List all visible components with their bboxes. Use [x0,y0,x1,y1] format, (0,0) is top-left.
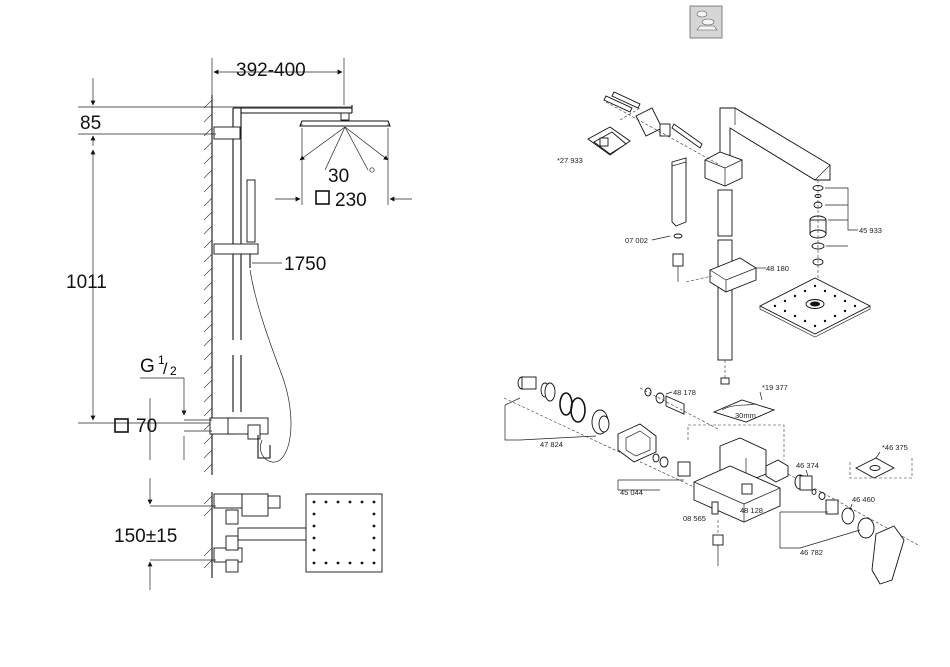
thermostat-body [184,418,270,458]
thermostat-body-part [688,425,788,566]
top-offset-label: 85 [80,113,101,134]
eccentric-fittings [618,454,690,490]
part-45933: 45 933 [859,226,882,235]
hand-shower-part [672,158,686,282]
wall-bracket-top [214,127,240,139]
thread-label: G [140,356,155,377]
part-46375: *46 375 [882,443,908,452]
part-45044: 45 044 [620,488,643,497]
arm-length-label: 392-400 [236,60,306,81]
handle-fittings-right [780,470,920,584]
hose-length-label: 1750 [284,254,326,275]
head-size-label: 230 [335,190,367,211]
body-square-label: 70 [136,416,157,437]
part-48178: 48 178 [673,388,696,397]
part-07002: 07 002 [625,236,648,245]
cover-46375 [850,452,912,478]
part-47824: 47 824 [540,440,563,449]
thread-den: 2 [170,364,177,378]
leader-07002 [652,236,670,240]
exploded-parts-view: *27 933 07 002 48 180 [504,92,920,584]
cover-plate [588,108,640,155]
wall-flange [618,424,656,462]
rain-head-plate [760,278,870,337]
thread-slash: / [163,361,168,378]
dimension-drawing: 30 230 392-400 85 1011 [66,58,412,590]
part-46374: 46 374 [796,461,819,470]
part-19377: *19 377 [762,383,788,392]
spray-angle-label: 30 [328,166,349,187]
spare-parts-icon[interactable] [690,6,722,38]
part-48180: 48 180 [766,264,789,273]
part-27933: *27 933 [557,156,583,165]
part-08565: 08 565 [683,514,706,523]
leader-hose [686,276,712,282]
part-46782: 46 782 [800,548,823,557]
part-46460: 46 460 [852,495,875,504]
head-plate-bottom-view [306,494,382,572]
square-symbol-icon [115,419,128,432]
rain-shower-head [300,113,390,126]
part-30mm: 30mm [735,411,756,420]
height-label: 1011 [66,272,107,293]
wall-mount-screws [604,92,720,165]
part-48128: 48 128 [740,506,763,515]
top-bracket [705,152,742,186]
inlet-spacing-label: 150±15 [114,526,177,547]
